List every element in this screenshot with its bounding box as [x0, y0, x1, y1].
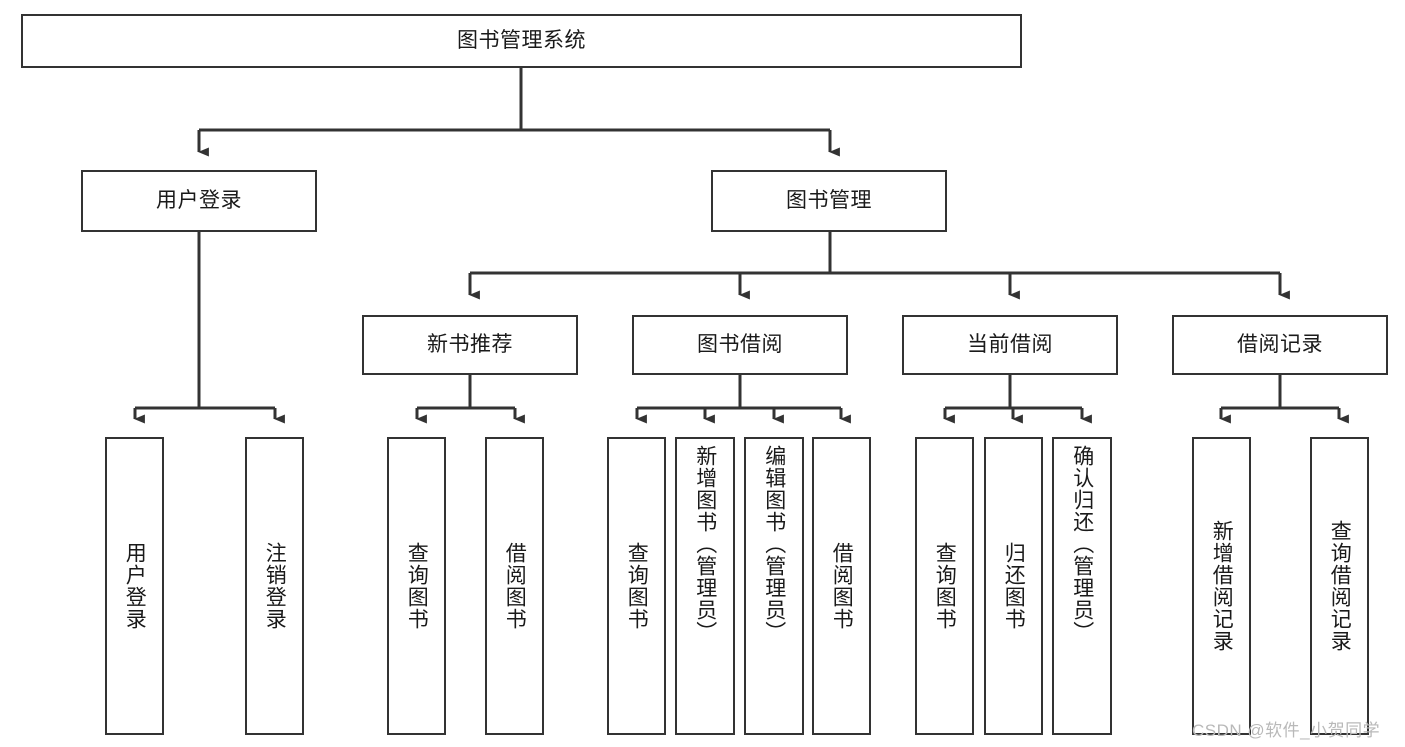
node-book-management-label: 图书管理 — [786, 188, 872, 212]
node-leaf-confirm-return-label: 确认归还（管理员） — [1070, 445, 1094, 643]
node-leaf-borrow-book-rec-label: 借阅图书 — [503, 542, 527, 630]
node-leaf-borrow-book-rec[interactable]: 借阅图书 — [485, 437, 544, 735]
node-leaf-user-login[interactable]: 用户登录 — [105, 437, 164, 735]
node-leaf-query-record[interactable]: 查询借阅记录 — [1310, 437, 1369, 735]
node-leaf-borrow-book[interactable]: 借阅图书 — [812, 437, 871, 735]
node-leaf-user-logout-label: 注销登录 — [263, 542, 287, 630]
node-leaf-query-book-borrow-label: 查询图书 — [625, 542, 649, 630]
node-new-book-recommend-label: 新书推荐 — [427, 332, 513, 356]
node-leaf-edit-book-label: 编辑图书（管理员） — [762, 445, 786, 643]
node-leaf-query-book-rec-label: 查询图书 — [405, 542, 429, 630]
node-leaf-borrow-book-label: 借阅图书 — [830, 542, 854, 630]
node-user-login-label: 用户登录 — [156, 188, 242, 212]
node-leaf-return-book-label: 归还图书 — [1002, 542, 1026, 630]
node-leaf-query-book-rec[interactable]: 查询图书 — [387, 437, 446, 735]
node-book-borrow-label: 图书借阅 — [697, 332, 783, 356]
node-borrow-record-label: 借阅记录 — [1237, 332, 1323, 356]
node-new-book-recommend[interactable]: 新书推荐 — [362, 315, 578, 375]
node-leaf-add-record-label: 新增借阅记录 — [1210, 520, 1234, 652]
node-leaf-edit-book[interactable]: 编辑图书（管理员） — [744, 437, 804, 735]
node-leaf-return-book[interactable]: 归还图书 — [984, 437, 1043, 735]
node-leaf-query-record-label: 查询借阅记录 — [1328, 520, 1352, 652]
node-book-borrow[interactable]: 图书借阅 — [632, 315, 848, 375]
node-leaf-add-book[interactable]: 新增图书（管理员） — [675, 437, 735, 735]
node-current-borrow-label: 当前借阅 — [967, 332, 1053, 356]
node-leaf-add-record[interactable]: 新增借阅记录 — [1192, 437, 1251, 735]
node-current-borrow[interactable]: 当前借阅 — [902, 315, 1118, 375]
node-leaf-query-book-cur[interactable]: 查询图书 — [915, 437, 974, 735]
node-root[interactable]: 图书管理系统 — [21, 14, 1022, 68]
node-root-label: 图书管理系统 — [457, 28, 586, 52]
csdn-watermark: CSDN @软件_小贺同学 — [1192, 721, 1381, 740]
node-borrow-record[interactable]: 借阅记录 — [1172, 315, 1388, 375]
node-leaf-confirm-return[interactable]: 确认归还（管理员） — [1052, 437, 1112, 735]
node-leaf-add-book-label: 新增图书（管理员） — [693, 445, 717, 643]
node-book-management[interactable]: 图书管理 — [711, 170, 947, 232]
node-leaf-query-book-borrow[interactable]: 查询图书 — [607, 437, 666, 735]
node-user-login[interactable]: 用户登录 — [81, 170, 317, 232]
node-leaf-user-logout[interactable]: 注销登录 — [245, 437, 304, 735]
node-leaf-user-login-label: 用户登录 — [123, 542, 147, 630]
node-leaf-query-book-cur-label: 查询图书 — [933, 542, 957, 630]
